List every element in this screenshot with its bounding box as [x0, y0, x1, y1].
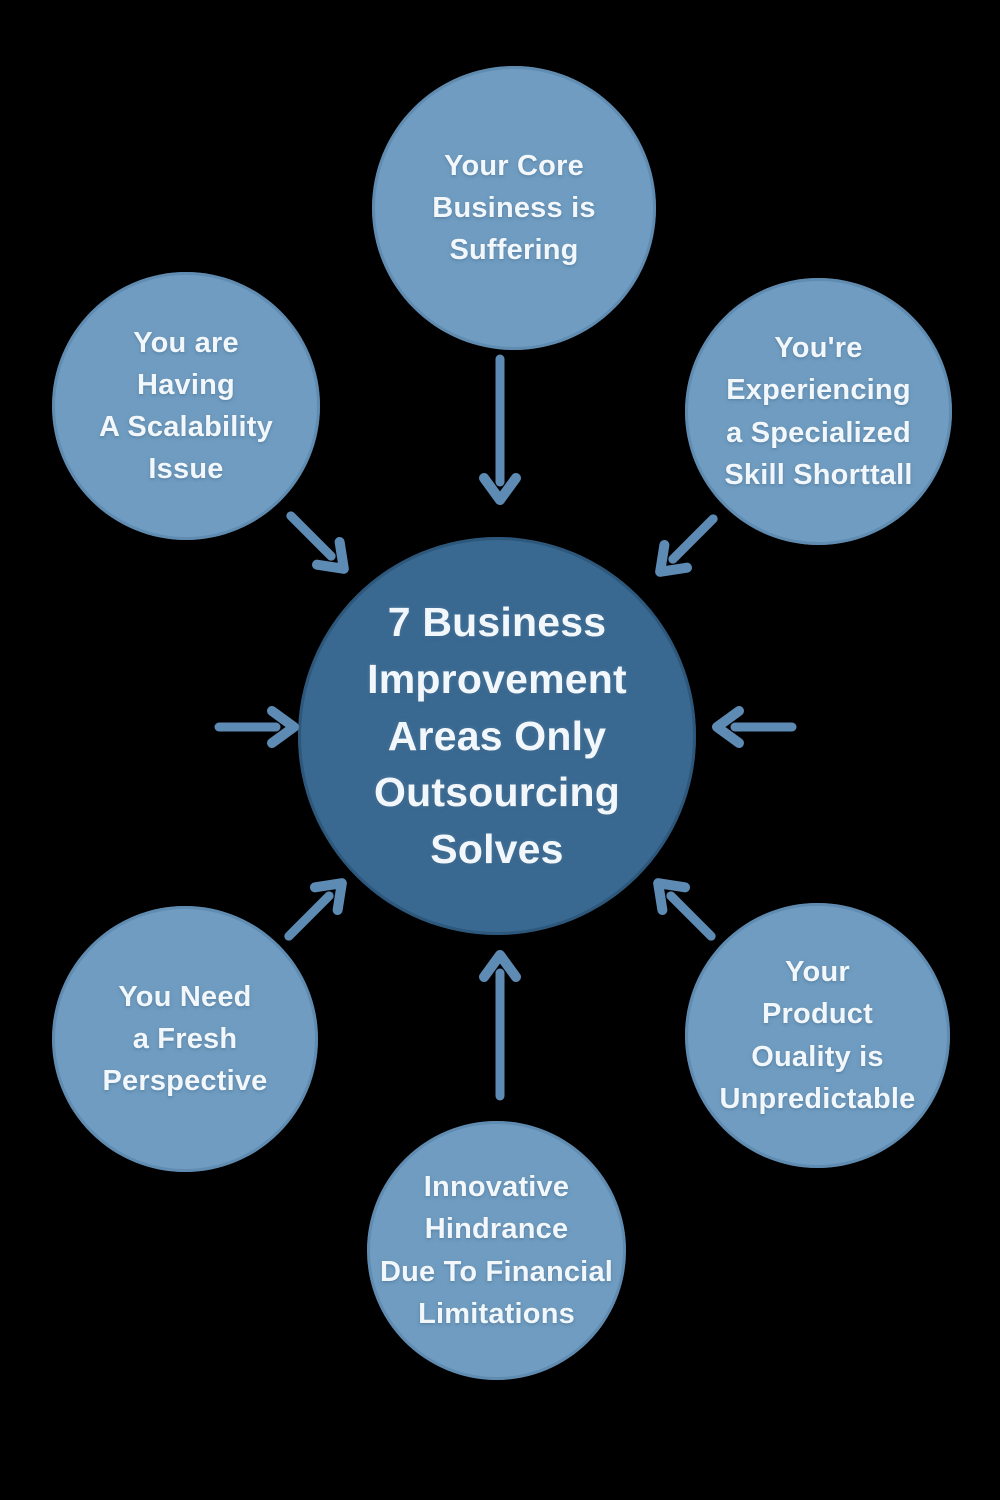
arrow-up-icon: [479, 950, 521, 1101]
circle-scalability-issue: You are Having A Scalability Issue: [52, 272, 320, 540]
arrow-left-icon: [712, 706, 797, 748]
arrow-up-left-icon: [653, 878, 716, 941]
circle-center-topic-label: 7 Business Improvement Areas Only Outsou…: [367, 598, 627, 873]
circle-product-quality: Your Product Ouality is Unpredictable: [685, 903, 950, 1168]
circle-financial-limitations: Innovative Hindrance Due To Financial Li…: [367, 1121, 626, 1380]
circle-scalability-issue-label: You are Having A Scalability Issue: [99, 326, 273, 486]
arrow-up-right-icon: [284, 878, 347, 941]
circle-financial-limitations-label: Innovative Hindrance Due To Financial Li…: [379, 1171, 614, 1330]
circle-product-quality-label: Your Product Ouality is Unpredictable: [719, 956, 916, 1115]
circle-fresh-perspective-label: You Need a Fresh Perspective: [102, 980, 268, 1098]
circle-core-business-label: Your Core Business is Suffering: [432, 149, 596, 267]
circle-core-business: Your Core Business is Suffering: [372, 66, 656, 350]
arrow-down-left-icon: [655, 514, 718, 577]
arrow-down-right-icon: [286, 511, 349, 574]
circle-fresh-perspective: You Need a Fresh Perspective: [52, 906, 318, 1172]
circle-skill-shortfall-label: You're Experiencing a Specialized Skill …: [724, 332, 913, 491]
circle-center-topic: 7 Business Improvement Areas Only Outsou…: [298, 537, 696, 935]
arrow-down-icon: [479, 354, 521, 505]
arrow-right-icon: [214, 706, 299, 748]
circle-skill-shortfall: You're Experiencing a Specialized Skill …: [685, 278, 952, 545]
